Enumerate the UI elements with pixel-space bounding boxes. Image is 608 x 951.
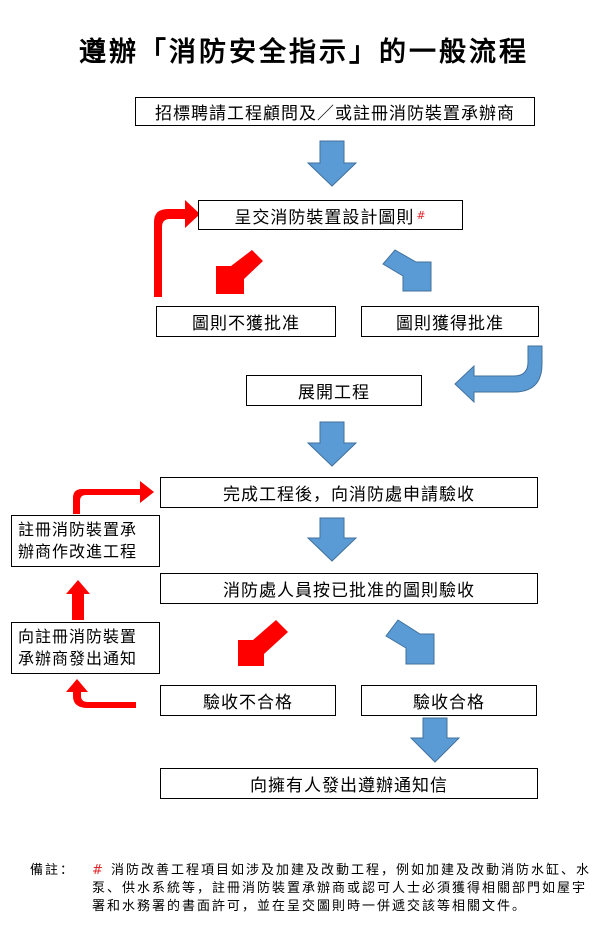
red-diagonal-arrow-icon: [216, 250, 263, 294]
submit-plans-box: 呈交消防裝置設計圖則#: [198, 200, 463, 230]
commence-works-box: 展開工程: [246, 375, 422, 406]
rectify-works-box: 註冊消防裝置承 辦商作改進工程: [11, 515, 160, 567]
compliance-letter-box: 向擁有人發出遵辦通知信: [160, 768, 538, 799]
red-loop-arrow-icon: [73, 481, 154, 514]
footnote-mark: #: [416, 208, 427, 222]
box-label: 招標聘請工程顧問及／或註冊消防裝置承辦商: [155, 104, 515, 124]
inspection-pass-box: 驗收合格: [361, 685, 537, 716]
fsd-inspection-box: 消防處人員按已批准的圖則驗收: [160, 573, 538, 604]
box-label: 圖則獲得批准: [396, 314, 504, 334]
remarks-body: 消防改善工程項目如涉及加建及改動工程，例如加建及改動消防水缸、水泵、供水系統等，…: [92, 863, 592, 914]
box-label: 驗收合格: [413, 693, 485, 713]
red-diagonal-arrow-icon: [238, 620, 288, 666]
box-label-line: 辦商作改進工程: [18, 542, 138, 561]
diagonal-arrow-icon: [382, 249, 432, 292]
red-loop-arrow-icon: [66, 679, 136, 708]
tender-consultant-box: 招標聘請工程顧問及／或註冊消防裝置承辦商: [135, 97, 535, 126]
page-title: 遵辦「消防安全指示」的一般流程: [79, 37, 529, 68]
box-label-line: 註冊消防裝置承: [18, 520, 138, 539]
box-label: 展開工程: [298, 383, 370, 403]
box-label-line: 承辦商發出通知: [18, 649, 138, 668]
box-label: 消防處人員按已批准的圖則驗收: [223, 581, 475, 601]
down-arrow-icon: [306, 517, 358, 562]
box-label: 圖則不獲批准: [192, 314, 300, 334]
down-arrow-icon: [306, 421, 358, 467]
box-label: 驗收不合格: [203, 693, 293, 713]
box-label-line: 向註冊消防裝置: [18, 627, 138, 646]
inspection-fail-box: 驗收不合格: [160, 685, 336, 716]
red-loop-arrow-icon: [154, 200, 200, 297]
diagonal-arrow-icon: [385, 619, 435, 665]
u-turn-arrow-icon: [454, 345, 543, 404]
down-arrow-icon: [306, 140, 358, 187]
box-label: 向擁有人發出遵辦通知信: [250, 776, 448, 796]
box-label: 完成工程後，向消防處申請驗收: [223, 485, 475, 505]
footnote-mark: #: [92, 863, 105, 878]
down-arrow-icon: [409, 717, 461, 763]
plans-approved-box: 圖則獲得批准: [361, 306, 539, 337]
apply-inspection-box: 完成工程後，向消防處申請驗收: [160, 477, 538, 508]
remarks-label: 備註：: [30, 863, 76, 878]
box-label: 呈交消防裝置設計圖則: [234, 207, 415, 228]
remarks-text: # 消防改善工程項目如涉及加建及改動工程，例如加建及改動消防水缸、水泵、供水系統…: [92, 862, 597, 916]
red-up-arrow-icon: [66, 580, 90, 620]
plans-rejected-box: 圖則不獲批准: [156, 306, 336, 337]
notify-contractor-box: 向註冊消防裝置 承辦商發出通知: [11, 622, 160, 674]
